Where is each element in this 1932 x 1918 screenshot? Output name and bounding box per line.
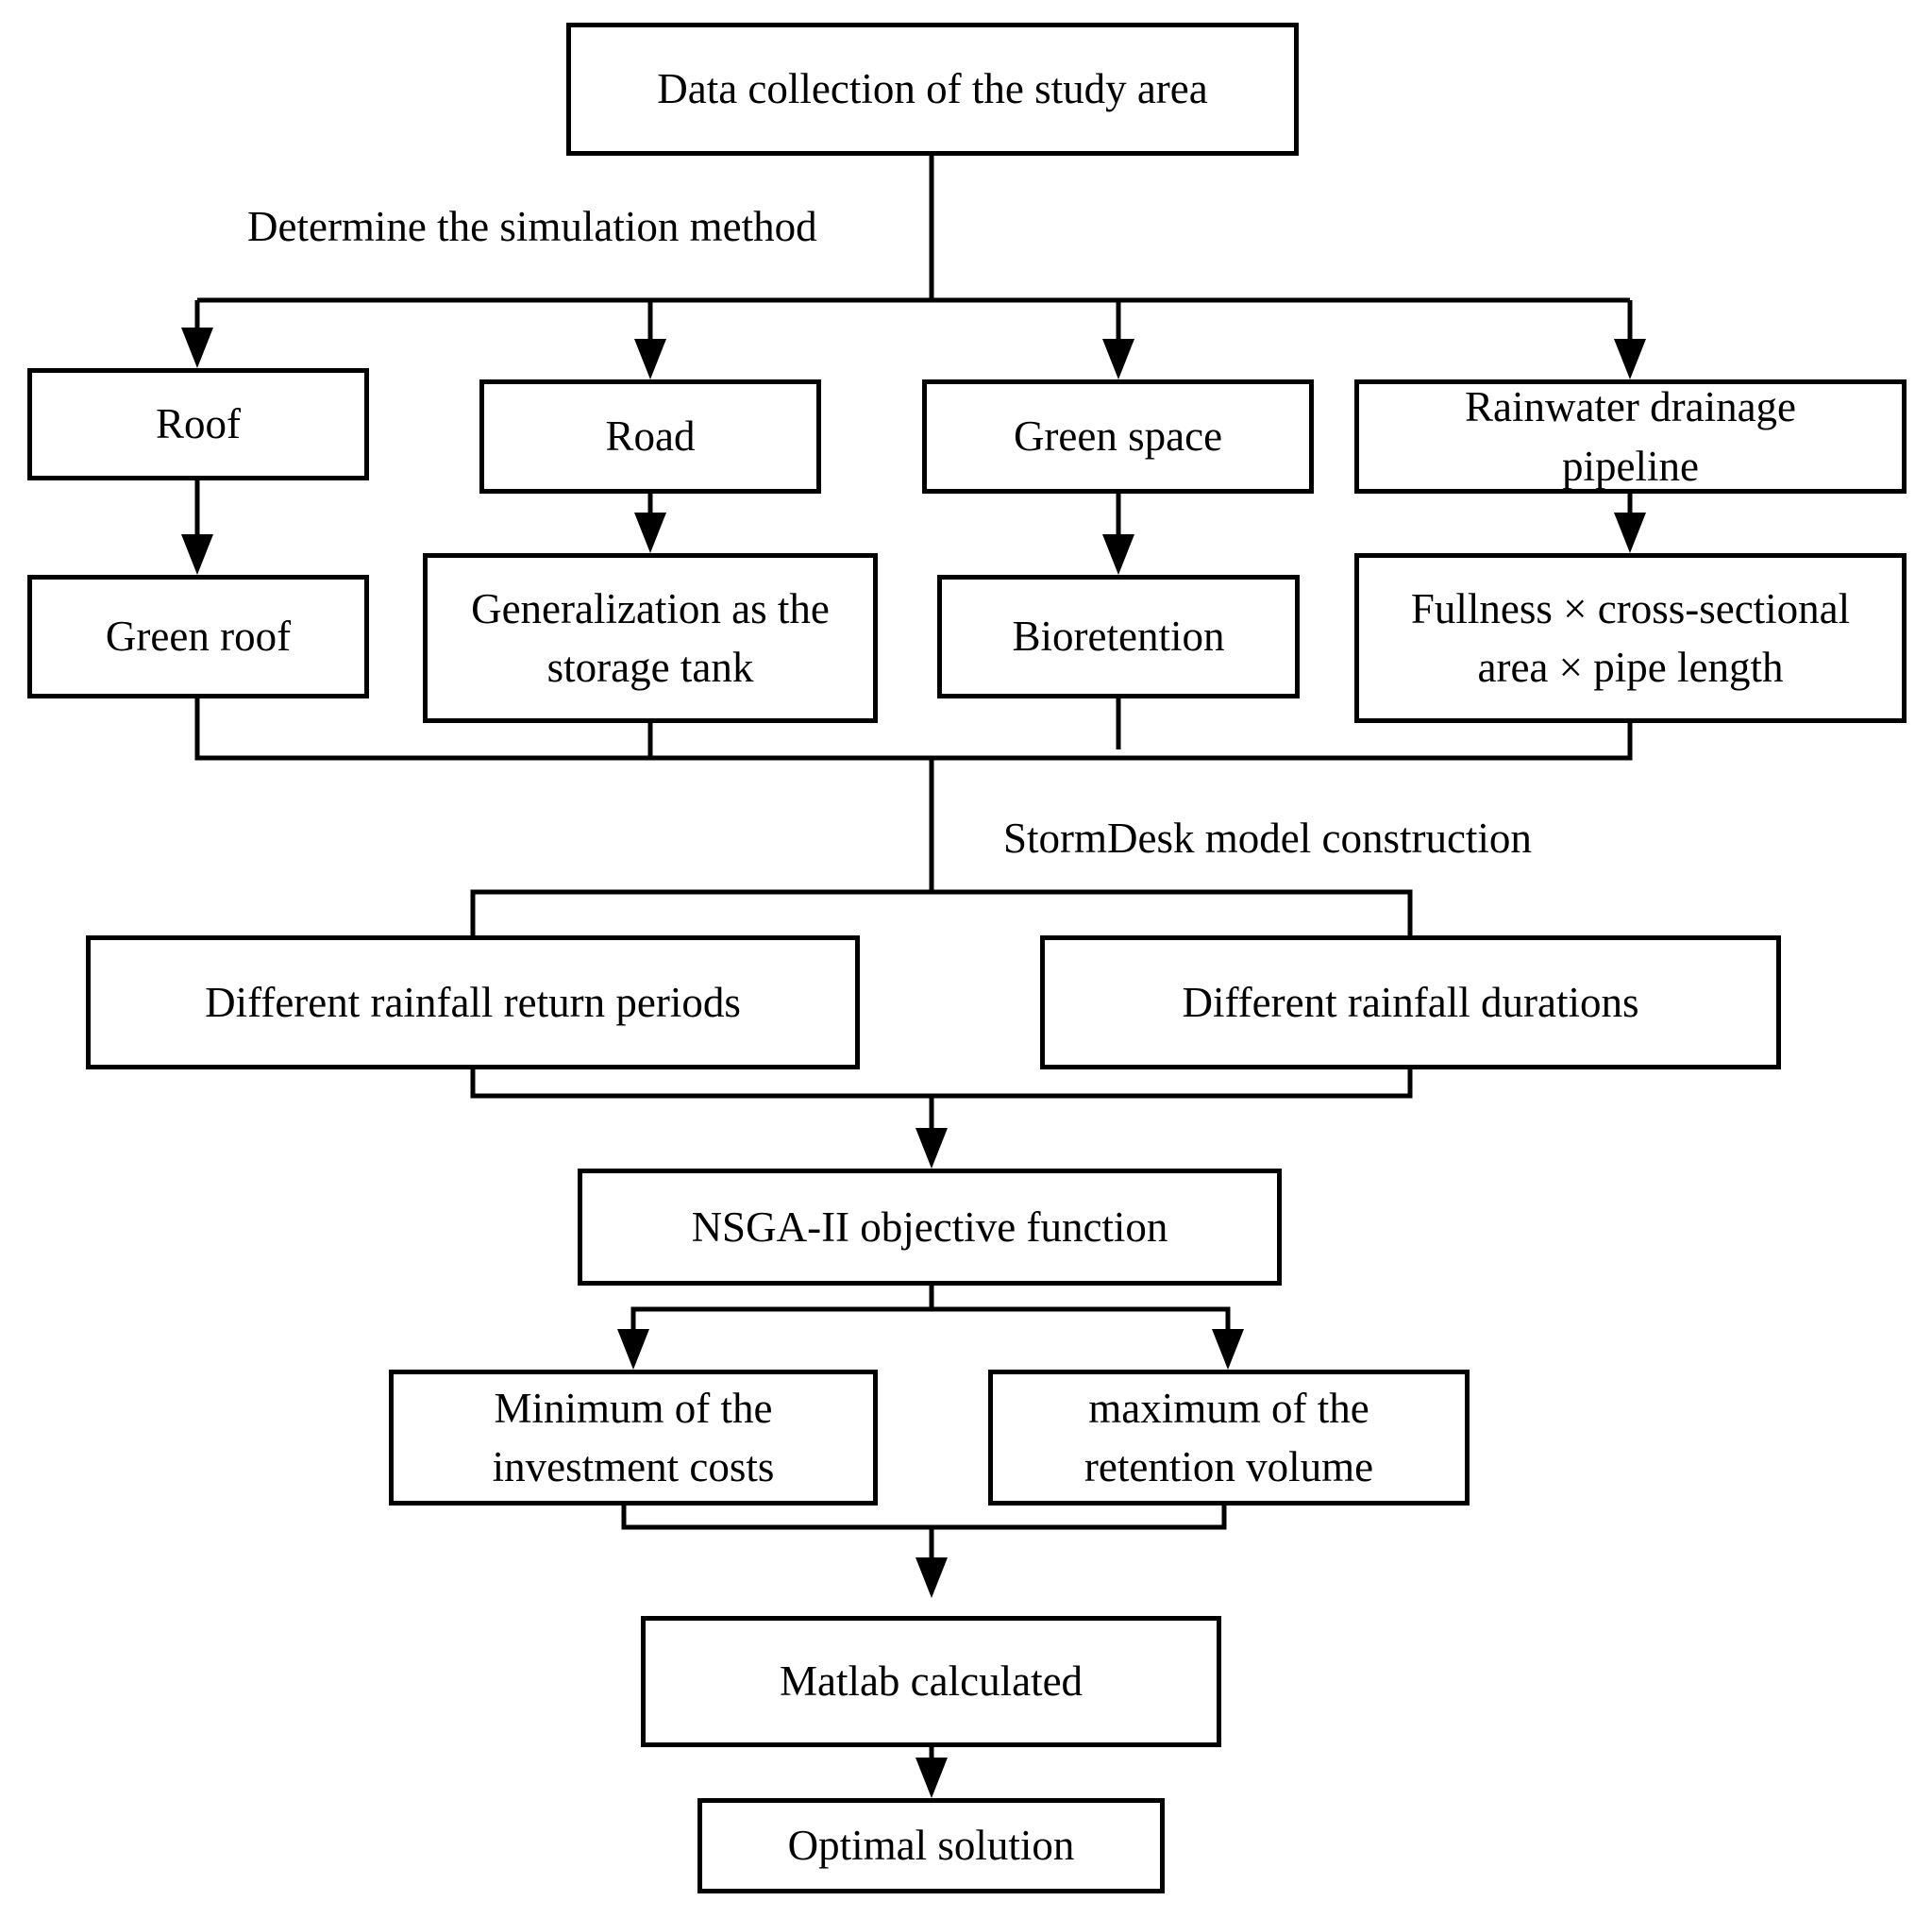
node-data-collection: Data collection of the study area <box>566 23 1299 156</box>
connector-scenario-bar-bottom <box>470 1069 1413 1099</box>
arrowhead-icon <box>1212 1329 1244 1370</box>
edge-label-model-construction: StormDesk model construction <box>1003 815 1532 862</box>
node-min-investment: Minimum of the investment costs <box>389 1370 878 1506</box>
node-fullness-formula: Fullness × cross-sectional area × pipe l… <box>1354 553 1907 723</box>
node-label: Minimum of the investment costs <box>492 1384 775 1490</box>
node-label: Data collection of the study area <box>657 65 1208 113</box>
arrowhead-icon <box>1614 339 1646 379</box>
node-matlab: Matlab calculated <box>641 1616 1221 1747</box>
node-green-roof: Green roof <box>27 575 369 698</box>
node-label: Fullness × cross-sectional area × pipe l… <box>1410 584 1851 691</box>
arrowhead-icon <box>916 1128 948 1169</box>
arrowhead-icon <box>916 1557 948 1598</box>
arrowhead-icon <box>916 1758 948 1798</box>
node-label: NSGA-II objective function <box>691 1203 1168 1251</box>
node-green-space: Green space <box>922 379 1314 494</box>
arrowhead-icon <box>181 534 213 575</box>
node-rainfall-durations: Different rainfall durations <box>1040 935 1781 1069</box>
edge-label-simulation-method: Determine the simulation method <box>247 203 817 250</box>
node-bioretention: Bioretention <box>937 575 1300 698</box>
connector-scenario-bar-top <box>470 889 1413 935</box>
node-label: Generalization as the storage tank <box>471 584 830 691</box>
arrowhead-icon <box>617 1329 649 1370</box>
node-road: Road <box>479 379 821 494</box>
arrowhead-icon <box>634 339 666 379</box>
node-label: Rainwater drainage pipeline <box>1464 383 1797 490</box>
node-label: Road <box>605 412 696 461</box>
node-label: Different rainfall return periods <box>205 978 741 1026</box>
node-label: Bioretention <box>1012 613 1225 661</box>
arrowhead-icon <box>181 328 213 368</box>
arrowhead-icon <box>1614 513 1646 553</box>
node-label: Optimal solution <box>787 1822 1075 1870</box>
node-roof: Roof <box>27 368 369 480</box>
node-max-retention: maximum of the retention volume <box>988 1370 1470 1506</box>
node-label: Matlab calculated <box>779 1657 1084 1706</box>
node-return-periods: Different rainfall return periods <box>86 935 860 1069</box>
node-label: Different rainfall durations <box>1182 978 1639 1026</box>
arrowhead-icon <box>1102 339 1134 379</box>
node-label: Green roof <box>105 613 292 661</box>
node-label: Green space <box>1013 412 1223 461</box>
node-optimal-solution: Optimal solution <box>697 1798 1165 1893</box>
node-label: Roof <box>156 400 241 448</box>
connector-objective-merge <box>621 1506 1227 1530</box>
node-storage-tank: Generalization as the storage tank <box>423 553 878 723</box>
node-nsga-objective: NSGA-II objective function <box>578 1169 1282 1286</box>
arrowhead-icon <box>634 513 666 553</box>
connector-objective-split <box>630 1306 1231 1341</box>
node-rainwater-pipeline: Rainwater drainage pipeline <box>1354 379 1907 494</box>
node-label: maximum of the retention volume <box>1084 1384 1374 1490</box>
connector-collector <box>194 698 1633 761</box>
arrowhead-icon <box>1102 534 1134 575</box>
